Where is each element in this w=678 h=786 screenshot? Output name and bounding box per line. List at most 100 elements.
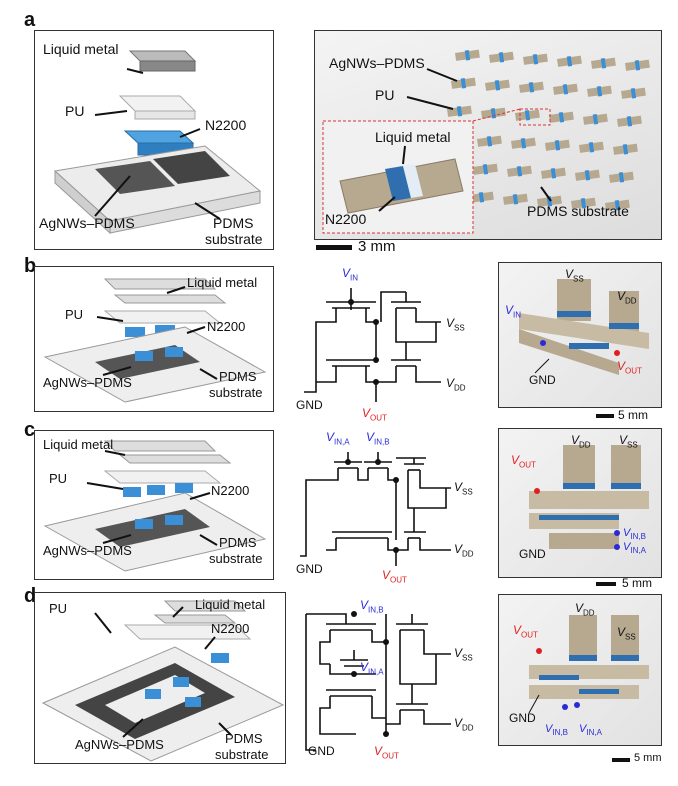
panel-d-device-photo xyxy=(528,615,649,714)
label-liquid-metal: Liquid metal xyxy=(43,41,119,57)
array-device-n2200 xyxy=(580,198,587,209)
scale-bar-c xyxy=(596,582,616,586)
panel-b-circuit: VIN VSS VDD GND VOUT xyxy=(296,262,476,422)
arrow-pdms xyxy=(199,368,218,380)
photo-c-gnd: GND xyxy=(519,547,546,561)
array-device-n2200 xyxy=(464,50,471,61)
vout-marker xyxy=(536,648,542,654)
panel-c-device-photo xyxy=(529,445,649,550)
label-n2200: N2200 xyxy=(207,319,246,334)
array-device-n2200 xyxy=(562,84,569,95)
n2200-pad-4 xyxy=(165,347,183,357)
array-device-n2200 xyxy=(558,112,565,123)
photo-b-vin: VIN xyxy=(505,303,522,320)
photo-d-vinb: VIN,B xyxy=(545,723,568,738)
vdd-pad xyxy=(569,615,597,661)
circuit-c-node-inb xyxy=(375,459,381,465)
array-device-n2200 xyxy=(516,166,523,177)
n2200-band-1 xyxy=(569,655,597,661)
array-device-n2200 xyxy=(478,192,485,203)
array-device-n2200 xyxy=(550,168,557,179)
photo-d-vss: VSS xyxy=(617,625,636,642)
circuit-c-vout: VOUT xyxy=(382,568,407,585)
arrow-n2200 xyxy=(204,636,216,650)
pu-layer xyxy=(123,624,252,640)
circuit-b-gnd: GND xyxy=(296,398,323,412)
panel-letter-a: a xyxy=(24,9,36,31)
label-agnws-pdms: AgNWs–PDMS xyxy=(39,215,135,231)
arrow-n2200 xyxy=(186,326,206,334)
n2200-pad-3 xyxy=(135,351,153,361)
circuit-c-node-ina xyxy=(345,459,351,465)
liquid-metal-strip-1 xyxy=(163,600,247,612)
circuit-d-vout: VOUT xyxy=(374,744,399,761)
circuit-b-node-1 xyxy=(373,319,379,325)
circuit-b-node-out xyxy=(373,379,379,385)
vout-marker xyxy=(614,350,620,356)
photo-c-vinb: VIN,B xyxy=(623,527,646,542)
agnws-electrode-b xyxy=(153,151,230,184)
panel-d-circuit: VIN,B VIN,A VSS VDD GND VOUT xyxy=(296,594,476,766)
label-liquid-metal: Liquid metal xyxy=(195,597,266,612)
n2200-band-1 xyxy=(557,311,591,317)
panel-a-schematic-frame: Liquid metal PU N2200 AgNWs–PDMS PDMS su… xyxy=(34,30,274,250)
gnd-pointer xyxy=(534,358,550,374)
liquid-metal-strip-2 xyxy=(153,614,237,624)
liquid-metal-strip-2 xyxy=(118,454,232,464)
array-device-n2200 xyxy=(566,56,573,67)
label-pu: PU xyxy=(49,471,68,486)
panel-d-layer-stack xyxy=(41,600,285,762)
array-device-n2200 xyxy=(532,54,539,65)
arrow-pu-photo xyxy=(406,96,454,110)
liquid-metal-strip-1 xyxy=(103,440,217,452)
zoomed-transistor xyxy=(339,158,464,214)
array-device-n2200 xyxy=(592,114,599,125)
array-device-n2200 xyxy=(494,80,501,91)
photo-c-vss: VSS xyxy=(619,433,638,450)
photo-b-vss: VSS xyxy=(565,267,584,284)
main-strip xyxy=(529,491,649,509)
array-device-n2200 xyxy=(498,52,505,63)
circuit-c-vss: VSS xyxy=(454,480,473,497)
n2200-pad-4 xyxy=(135,519,153,529)
scale-bar-a xyxy=(316,245,352,250)
arrow-n2200 xyxy=(189,492,211,500)
n2200-band-1 xyxy=(563,483,595,489)
label-pu: PU xyxy=(65,307,84,322)
photo-b-vdd: VDD xyxy=(617,289,637,306)
scale-bar-b xyxy=(596,414,614,418)
panel-c-photo: VOUT VDD VSS VIN,B VIN,A GND xyxy=(498,428,662,578)
n2200-pad-1 xyxy=(145,689,161,699)
array-device-n2200 xyxy=(554,140,561,151)
liquid-metal-layer xyxy=(128,50,197,72)
label-pu: PU xyxy=(49,601,68,616)
circuit-c-vina: VIN,A xyxy=(326,430,350,447)
photo-d-vout: VOUT xyxy=(513,623,538,640)
array-device-n2200 xyxy=(588,142,595,153)
array-device-n2200 xyxy=(614,200,621,211)
circuit-d-node-inb xyxy=(351,611,357,617)
circuit-b-node-2 xyxy=(373,357,379,363)
zoom-source-box xyxy=(519,108,551,126)
array-device-n2200 xyxy=(600,58,607,69)
label-substrate: substrate xyxy=(215,747,269,762)
photo-d-vdd: VDD xyxy=(575,601,595,618)
circuit-b-vss: VSS xyxy=(446,316,465,333)
panel-d-schematic-frame: PU Liquid metal N2200 AgNWs–PDMS PDMS su… xyxy=(34,592,286,764)
array-device-n2200 xyxy=(584,170,591,181)
arrow-pu xyxy=(96,316,124,322)
arrow-pdms-photo xyxy=(540,186,552,202)
vina-marker xyxy=(614,544,620,550)
liquid-metal-strip-2 xyxy=(113,294,227,304)
photo-b-gnd: GND xyxy=(529,373,556,387)
agnws-electrode-a xyxy=(95,161,175,194)
vinb-marker xyxy=(562,704,568,710)
circuit-b-vdd: VDD xyxy=(446,376,466,393)
scale-bar-c-label: 5 mm xyxy=(622,576,652,590)
vdd-pad xyxy=(563,445,595,489)
array-device-n2200 xyxy=(622,144,629,155)
vss-pad xyxy=(611,615,639,661)
arrow-pdms xyxy=(194,202,221,220)
label-agnws-pdms: AgNWs–PDMS xyxy=(75,737,164,752)
label-n2200: N2200 xyxy=(205,117,247,133)
